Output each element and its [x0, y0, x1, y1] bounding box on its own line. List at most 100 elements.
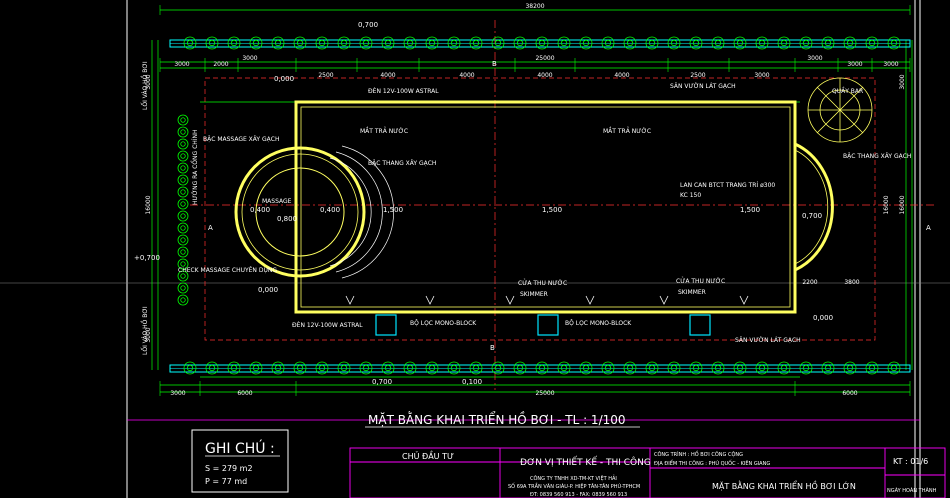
- tree-icon: [667, 36, 681, 50]
- label-massage: MASSAGE: [262, 198, 292, 205]
- tree-icon: [315, 361, 329, 375]
- tree-icon: [177, 198, 189, 210]
- tree-icon: [469, 361, 483, 375]
- level-top: 0,700: [358, 21, 378, 29]
- tree-icon: [425, 36, 439, 50]
- tree-icon: [667, 361, 681, 375]
- label-den-bottom: ĐÈN 12V-100W ASTRAL: [292, 321, 363, 329]
- tree-icon: [513, 36, 527, 50]
- label-loi-vao-1: LỐI VÀO HỒ BƠI: [140, 61, 149, 110]
- dim-top-0: 3000: [174, 61, 189, 68]
- tb-company: CÔNG TY TNHH XD-TM-KT VIỆT HẢI: [530, 474, 617, 482]
- tree-icon: [733, 361, 747, 375]
- label-bac-thang-left: BẬC THANG XÂY GẠCH: [368, 160, 436, 167]
- tree-icon: [183, 361, 197, 375]
- label-mat-tra-nuoc-1: MẮT TRẢ NƯỚC: [360, 127, 408, 135]
- tree-icon: [177, 234, 189, 246]
- dim-top-6: 4000: [614, 72, 629, 79]
- level-bottom-1: 0,700: [372, 378, 392, 386]
- tree-icon: [177, 162, 189, 174]
- tree-icon: [337, 36, 351, 50]
- tree-icon: [315, 36, 329, 50]
- tree-icon: [557, 36, 571, 50]
- label-kc: KC 150: [680, 192, 701, 199]
- tree-icon: [177, 150, 189, 162]
- tree-icon: [447, 36, 461, 50]
- tree-icon: [227, 361, 241, 375]
- tree-icon: [293, 36, 307, 50]
- tree-icon: [177, 258, 189, 270]
- dim-right-small-1: 3800: [844, 279, 859, 286]
- level-massage-1: 0,400: [250, 206, 270, 214]
- dim-top-3: 4000: [380, 72, 395, 79]
- tree-icon: [601, 36, 615, 50]
- tree-icon: [711, 361, 725, 375]
- tree-icon: [601, 361, 615, 375]
- label-bo-loc-2: BỘ LỌC MONO-BLOCK: [565, 320, 632, 327]
- tree-icon: [711, 36, 725, 50]
- tree-icon: [403, 36, 417, 50]
- level-left-deck: +0,700: [134, 254, 160, 262]
- tree-icon: [777, 361, 791, 375]
- dim-ticks: [159, 5, 911, 396]
- tb-project: CÔNG TRÌNH : HỒ BƠI CÔNG CỘNG: [654, 449, 743, 458]
- dim-right-0: 3000: [899, 74, 906, 89]
- tree-icon: [623, 361, 637, 375]
- tree-icon: [403, 361, 417, 375]
- notes-perimeter: P = 77 md: [205, 477, 247, 486]
- dim-bot-1: 6000: [237, 390, 252, 397]
- filter-boxes: [375, 314, 711, 336]
- axis-top-label: B: [492, 60, 497, 68]
- tree-icon: [865, 361, 879, 375]
- tree-icon: [183, 36, 197, 50]
- label-skimmer-1: SKIMMER: [520, 291, 548, 298]
- axis-right-label: A: [926, 224, 931, 232]
- tb-investor: CHỦ ĐẦU TƯ: [402, 449, 454, 461]
- tree-icon: [843, 361, 857, 375]
- label-bac-massage: BẬC MASSAGE XÂY GẠCH: [203, 136, 279, 143]
- label-check-massage: CHECK MASSAGE CHUYÊN DỤNG: [178, 266, 277, 274]
- tree-icon: [579, 36, 593, 50]
- tree-icon: [689, 361, 703, 375]
- tree-icon: [249, 36, 263, 50]
- dim-left-1: 16000: [145, 195, 152, 214]
- tree-icon: [865, 36, 879, 50]
- label-skimmer-2: SKIMMER: [678, 289, 706, 296]
- dim-top-8: 3000: [754, 72, 769, 79]
- level-bottom-2: 0,100: [462, 378, 482, 386]
- dim-left-2: 3000: [145, 327, 152, 342]
- site-boundary: [204, 77, 876, 341]
- tree-icon: [645, 36, 659, 50]
- pool-outline: [234, 100, 834, 314]
- bar-circle: [807, 77, 873, 143]
- tree-icon: [205, 361, 219, 375]
- tb-date-label: NGÀY HOÀN THÀNH: [887, 487, 937, 494]
- notes-area: S = 279 m2: [205, 464, 253, 473]
- tree-icon: [177, 114, 189, 126]
- dim-right-1: 16000: [899, 195, 906, 214]
- tree-icon: [843, 36, 857, 50]
- tree-icon: [177, 126, 189, 138]
- tree-icon: [359, 36, 373, 50]
- dim-pool-height: 16000: [883, 195, 890, 214]
- dim-right-small-0: 2200: [802, 279, 817, 286]
- notes-heading: GHI CHÚ :: [205, 439, 275, 457]
- dim-top-10: 3000: [883, 61, 898, 68]
- tree-icon: [447, 361, 461, 375]
- dim-top-1: 2000: [213, 61, 228, 68]
- label-bac-thang-right: BẬC THANG XÂY GẠCH: [843, 153, 911, 160]
- dim-inner-1: 25000: [535, 55, 554, 62]
- tree-icon: [689, 36, 703, 50]
- tree-icon: [887, 36, 901, 50]
- dim-bot-0: 3000: [170, 390, 185, 397]
- label-san-vuon-bottom: SÂN VƯỜN LÁT GẠCH: [735, 337, 801, 344]
- level-pool-1: 1,500: [383, 206, 403, 214]
- axis-bottom-label: B: [490, 344, 495, 352]
- level-bottom-left: 0,000: [258, 286, 278, 294]
- dim-total-top: 38200: [525, 3, 544, 10]
- level-massage-2: 0,800: [277, 215, 297, 223]
- label-den-top: ĐÈN 12V-100W ASTRAL: [368, 87, 439, 95]
- tb-location: ĐỊA ĐIỂM THI CÔNG : PHÚ QUỐC - KIÊN GIAN…: [654, 459, 770, 467]
- title-block: [349, 447, 946, 498]
- tree-icon: [535, 361, 549, 375]
